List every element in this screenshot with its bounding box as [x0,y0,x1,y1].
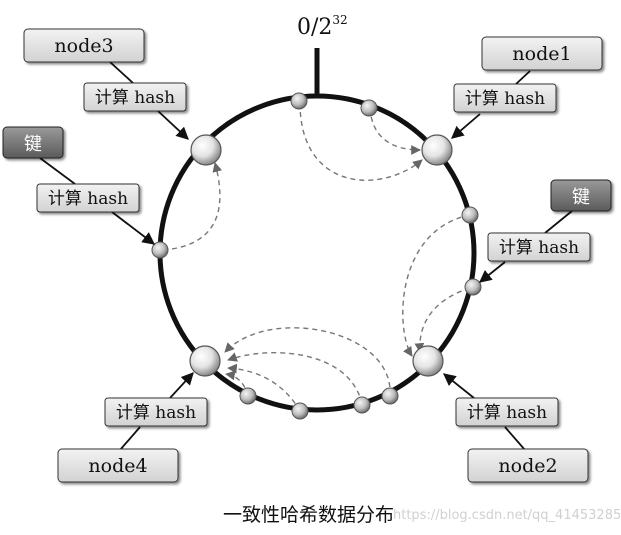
ring-origin-label: 0/232 [297,13,348,40]
connector-lines [39,61,573,451]
watermark: https://blog.csdn.net/qq_41453285 [393,508,621,523]
hash-label-key-left-box [36,183,140,213]
hash-label-node1: 计算 hash [465,89,545,109]
ring-key-point [290,92,308,110]
key-left-label: 键 [24,134,42,155]
node2-box [467,448,589,483]
ring-node-node1 [421,134,453,166]
hash-label-node1-box [453,83,557,113]
node1-box [481,36,603,71]
hash-label-key-right: 计算 hash [499,238,579,258]
hash-label-node2-box [455,397,559,427]
ring-key-point [461,206,479,224]
hash-label-node3: 计算 hash [95,88,175,108]
ring-key-point [239,387,257,405]
node3-box [23,28,145,63]
dashed-mapping-arrows [162,102,471,412]
ring-node-node4 [189,345,221,377]
hash-label-key-right-box [487,232,591,262]
figure-caption: 一致性哈希数据分布 [222,504,394,526]
ring-node-node2 [412,345,444,377]
ring-key-point [291,402,309,420]
ring-key-point [151,241,169,259]
hash-label-key-left: 计算 hash [48,189,128,209]
key-left-box [2,126,64,159]
node3-label: node3 [54,35,113,57]
key-right-label: 键 [572,187,590,208]
hash-label-node3-box [83,82,187,112]
node4-box [57,448,179,483]
key-right-box [550,179,612,212]
node4-label: node4 [88,455,147,477]
ring-node-node3 [190,134,222,166]
ring-key-point [464,278,482,296]
ring-key-points [151,92,482,420]
node2-label: node2 [498,455,557,477]
ring-key-point [353,396,371,414]
hash-label-node4: 计算 hash [116,403,196,423]
hash-label-node4-box [104,397,208,427]
consistent-hash-ring-diagram: 0/232 [2,13,612,483]
ring-key-point [360,99,378,117]
node1-label: node1 [512,43,571,65]
ring-key-point [381,387,399,405]
hash-label-node2: 计算 hash [467,403,547,423]
